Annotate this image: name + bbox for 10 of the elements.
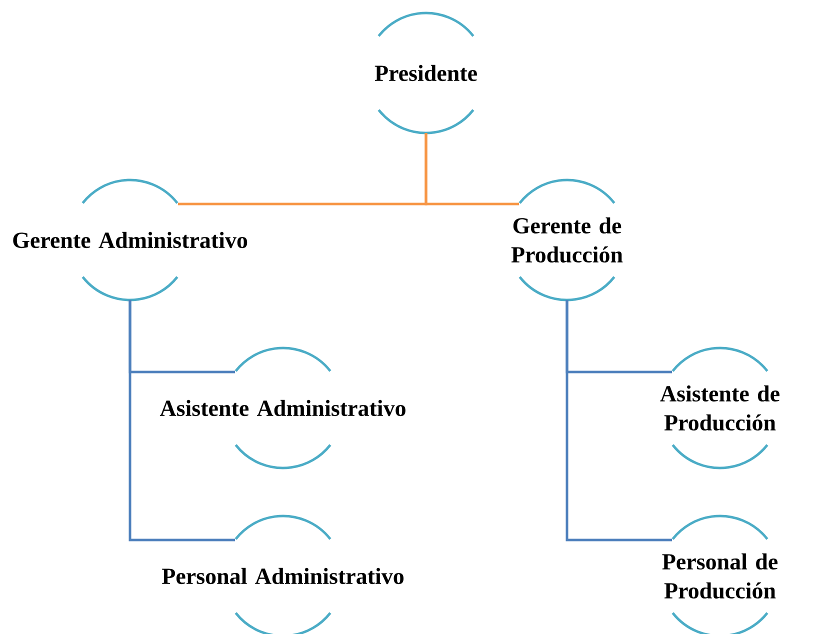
circle-node: Gerente Administrativo (13, 178, 248, 302)
circle-node: Personal de Producción (662, 514, 778, 634)
connector-line (424, 133, 519, 206)
circle-node: Personal Administrativo (162, 514, 404, 634)
circle-node: Presidente (374, 12, 477, 134)
connector-line (566, 300, 672, 542)
circle-node: Asistente Administrativo (160, 346, 406, 470)
connector-line (128, 300, 235, 542)
circle-node: Gerente de Producción (511, 178, 623, 302)
circle-node: Asistente de Producción (660, 346, 780, 470)
